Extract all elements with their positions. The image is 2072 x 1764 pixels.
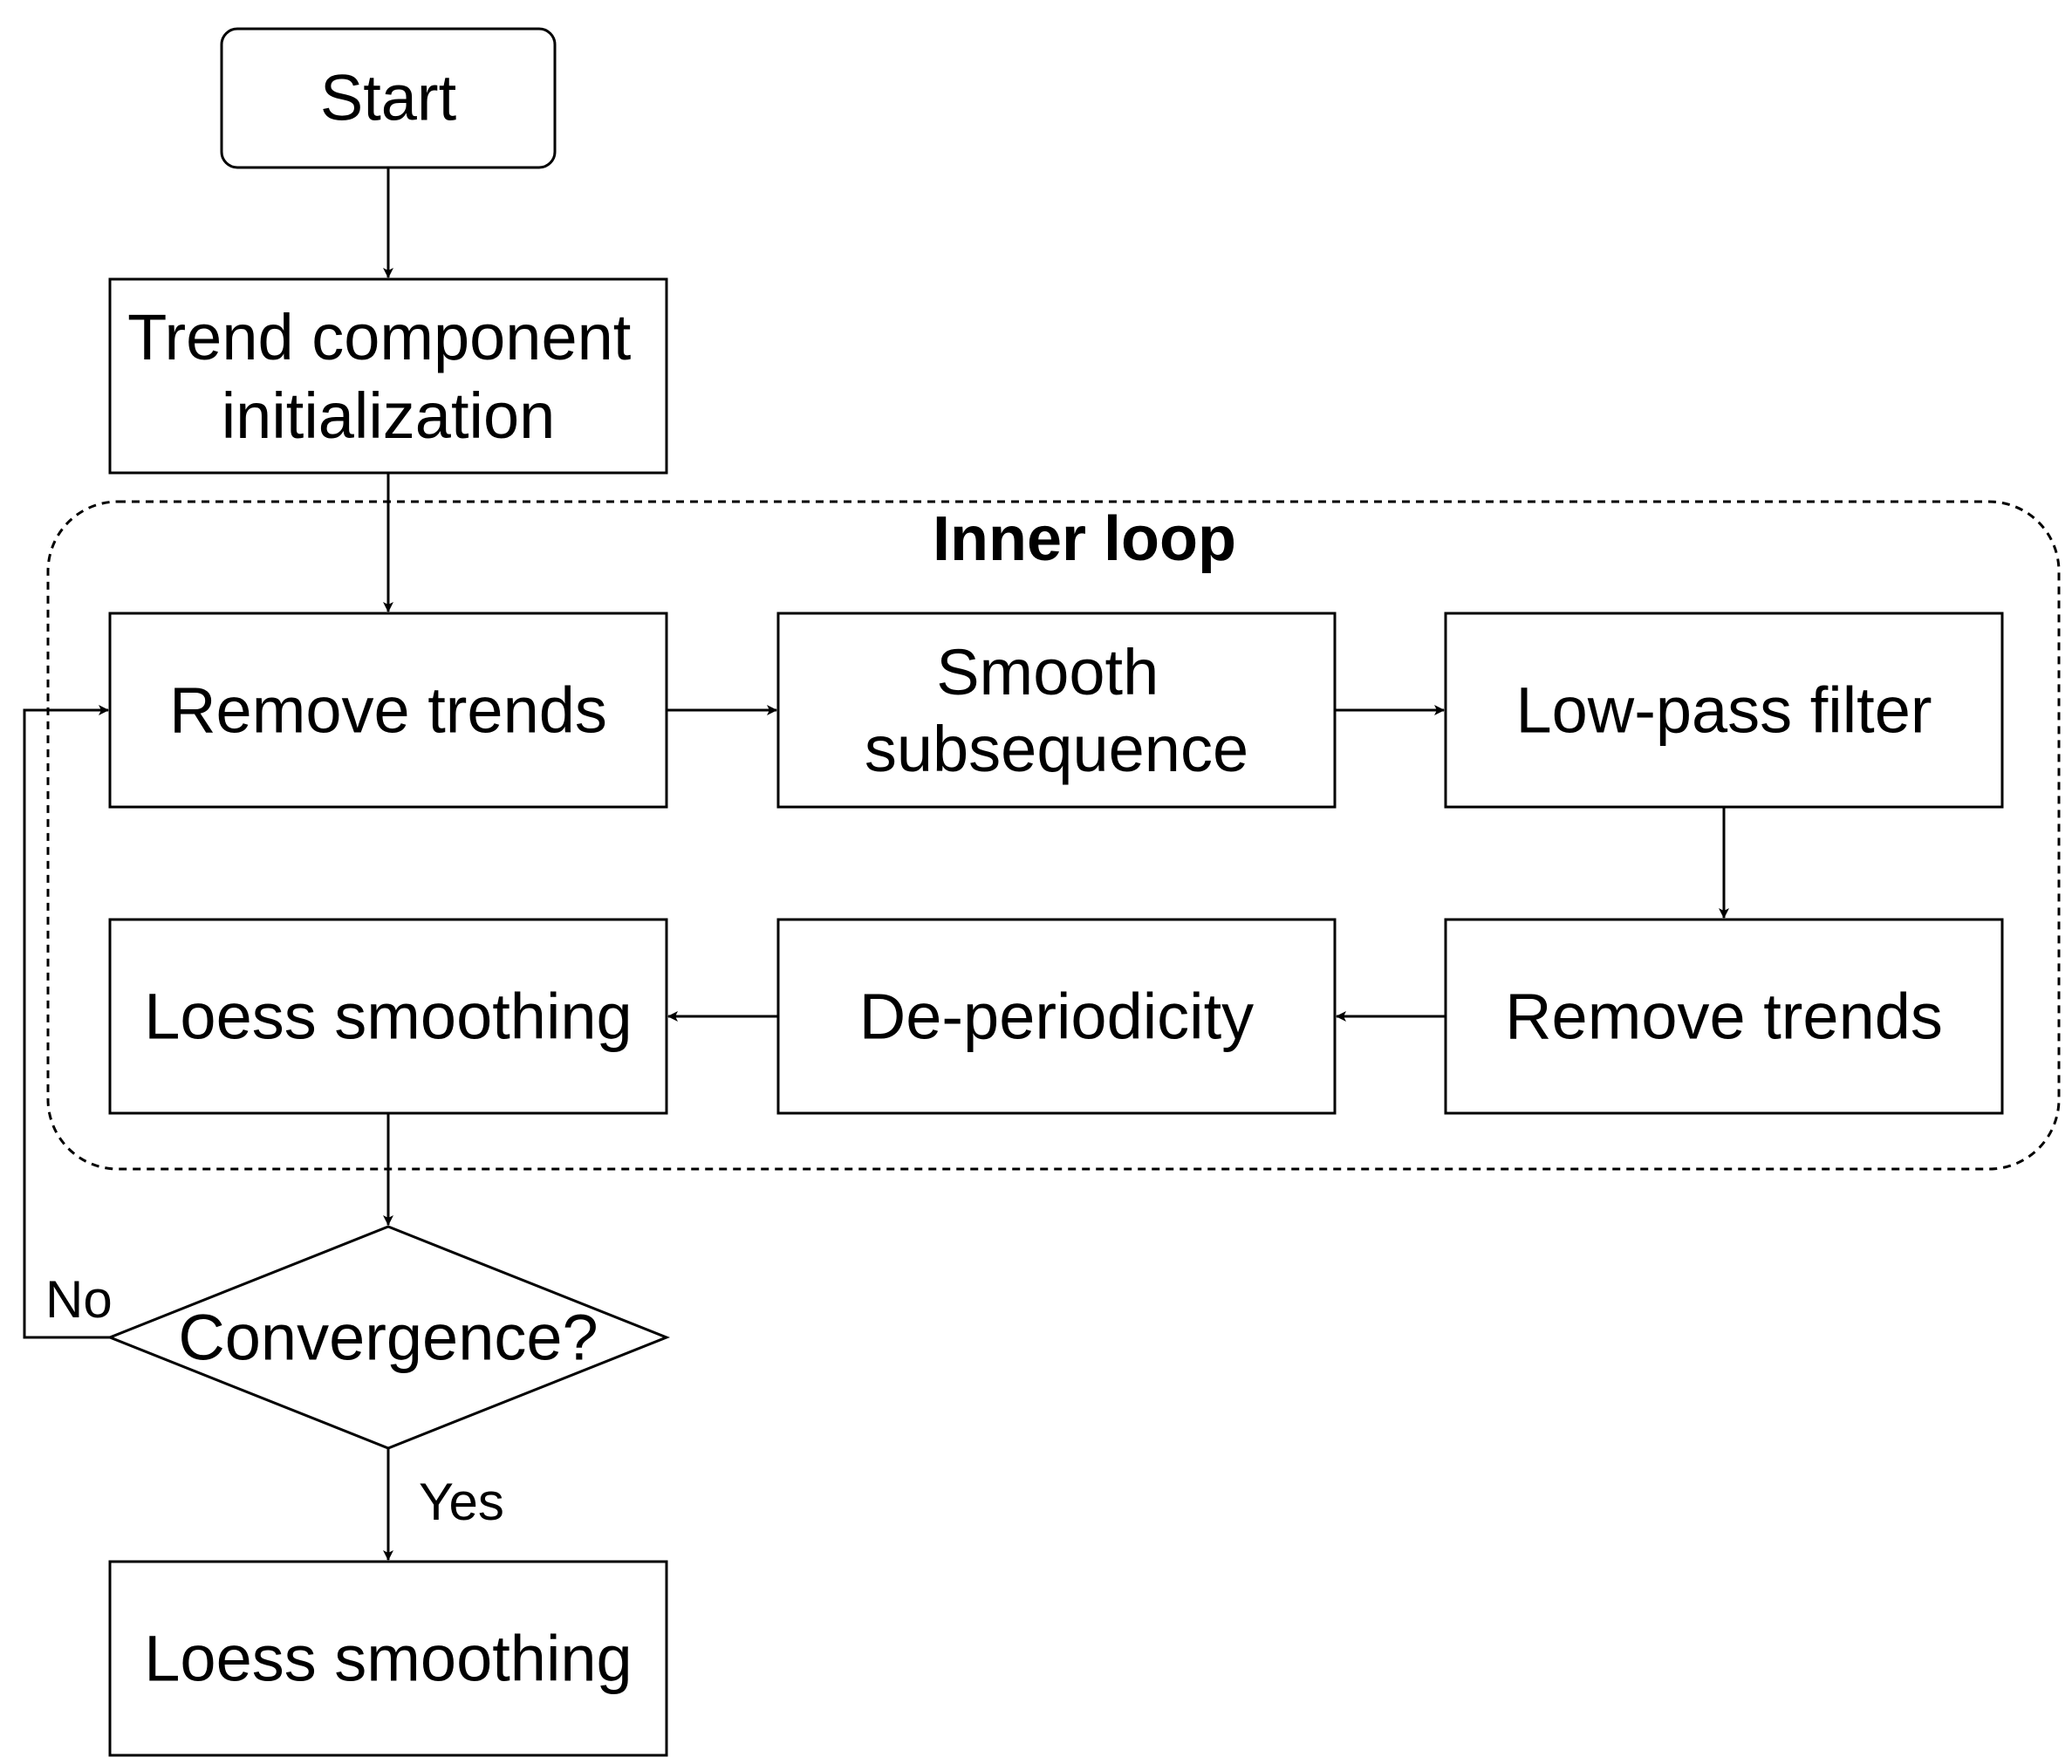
low-pass-filter-label: Low-pass filter xyxy=(1515,674,1932,747)
low-pass-filter-node: Low-pass filter xyxy=(1444,612,2004,809)
start-node: Start xyxy=(220,27,557,169)
loess-smoothing-inner-node: Loess smoothing xyxy=(108,918,668,1115)
arrow-no-feedback xyxy=(23,705,110,1339)
convergence-decision: Convergence? xyxy=(106,1225,671,1450)
remove-trends-1-label: Remove trends xyxy=(169,674,607,747)
trend-init-label-line1: Trend component xyxy=(127,301,632,373)
trend-init-node: Trend component initialization xyxy=(108,277,668,475)
svg-text:Smooth subsequence: Smooth subsequence xyxy=(865,636,1248,785)
de-periodicity-node: De-periodicity xyxy=(776,918,1337,1115)
smooth-subsequence-label-line1: Smooth xyxy=(936,636,1159,708)
loess-smoothing-final-label: Loess smoothing xyxy=(144,1623,632,1695)
svg-text:Trend component initiali: Trend component initialization xyxy=(127,301,649,452)
inner-loop-region xyxy=(46,500,2061,1171)
yes-edge-label: Yes xyxy=(419,1473,504,1531)
start-node-label: Start xyxy=(320,62,457,134)
convergence-label: Convergence? xyxy=(178,1302,598,1374)
smooth-subsequence-label-line2: subsequence xyxy=(865,713,1248,785)
smooth-subsequence-node: Smooth subsequence xyxy=(776,612,1337,809)
remove-trends-node-2: Remove trends xyxy=(1444,918,2004,1115)
no-edge-label: No xyxy=(45,1270,113,1329)
loess-smoothing-final-node: Loess smoothing xyxy=(108,1560,668,1757)
trend-init-label-line2: initialization xyxy=(222,379,556,452)
inner-loop-title: Inner loop xyxy=(933,504,1236,574)
remove-trends-2-label: Remove trends xyxy=(1505,981,1943,1053)
de-periodicity-label: De-periodicity xyxy=(859,981,1254,1053)
remove-trends-node-1: Remove trends xyxy=(108,612,668,809)
loess-smoothing-inner-label: Loess smoothing xyxy=(144,981,632,1053)
